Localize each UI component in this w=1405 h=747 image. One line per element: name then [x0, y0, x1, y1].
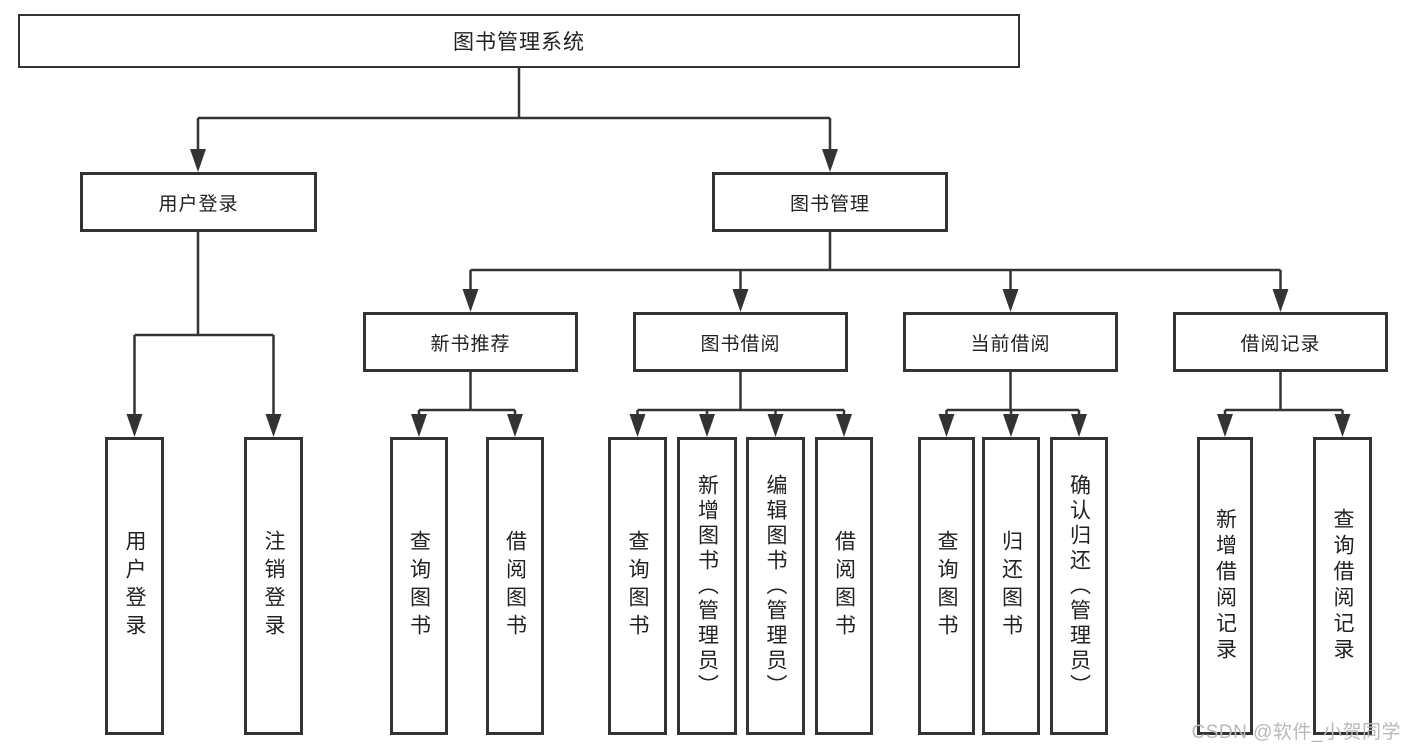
leaf-current-return-books: 归还图书	[982, 437, 1040, 735]
leaf-newbook-query-books: 查询图书	[390, 437, 448, 735]
leaf-record-add-borrow-record: 新增借阅记录	[1197, 437, 1253, 735]
node-book-borrow: 图书借阅	[633, 312, 848, 372]
connector-newbook-to-leaves	[417, 372, 517, 416]
csdn-watermark: CSDN @软件_小贺同学	[1191, 722, 1401, 743]
node-current-borrow: 当前借阅	[903, 312, 1118, 372]
connector-currentborrow-to-leaves	[945, 372, 1081, 416]
leaf-borrow-edit-books-admin: 编辑图书（管理员）	[746, 437, 805, 735]
connector-bookmgmt-to-level3	[469, 232, 1282, 291]
node-book-management: 图书管理	[712, 172, 948, 232]
leaf-current-query-books: 查询图书	[918, 437, 975, 735]
arrowheads	[126, 149, 1351, 437]
connector-userlogin-to-leaves	[133, 232, 275, 416]
leaf-borrow-borrow-books: 借阅图书	[815, 437, 873, 735]
node-root-system: 图书管理系统	[18, 14, 1020, 68]
node-borrow-records: 借阅记录	[1173, 312, 1388, 372]
leaf-current-confirm-return-admin: 确认归还（管理员）	[1050, 437, 1108, 735]
connector-borrowrecord-to-leaves	[1223, 372, 1344, 416]
leaf-borrow-query-books: 查询图书	[608, 437, 667, 735]
node-user-login-branch: 用户登录	[80, 172, 317, 232]
leaf-newbook-borrow-books: 借阅图书	[486, 437, 544, 735]
leaf-record-query-borrow-record: 查询借阅记录	[1313, 437, 1372, 735]
node-new-book-recommend: 新书推荐	[363, 312, 578, 372]
leaf-borrow-add-books-admin: 新增图书（管理员）	[677, 437, 737, 735]
leaf-user-login: 用户登录	[105, 437, 164, 735]
leaf-logout: 注销登录	[244, 437, 303, 735]
connector-root-to-level2	[196, 68, 832, 152]
connector-bookborrow-to-leaves	[636, 372, 846, 416]
